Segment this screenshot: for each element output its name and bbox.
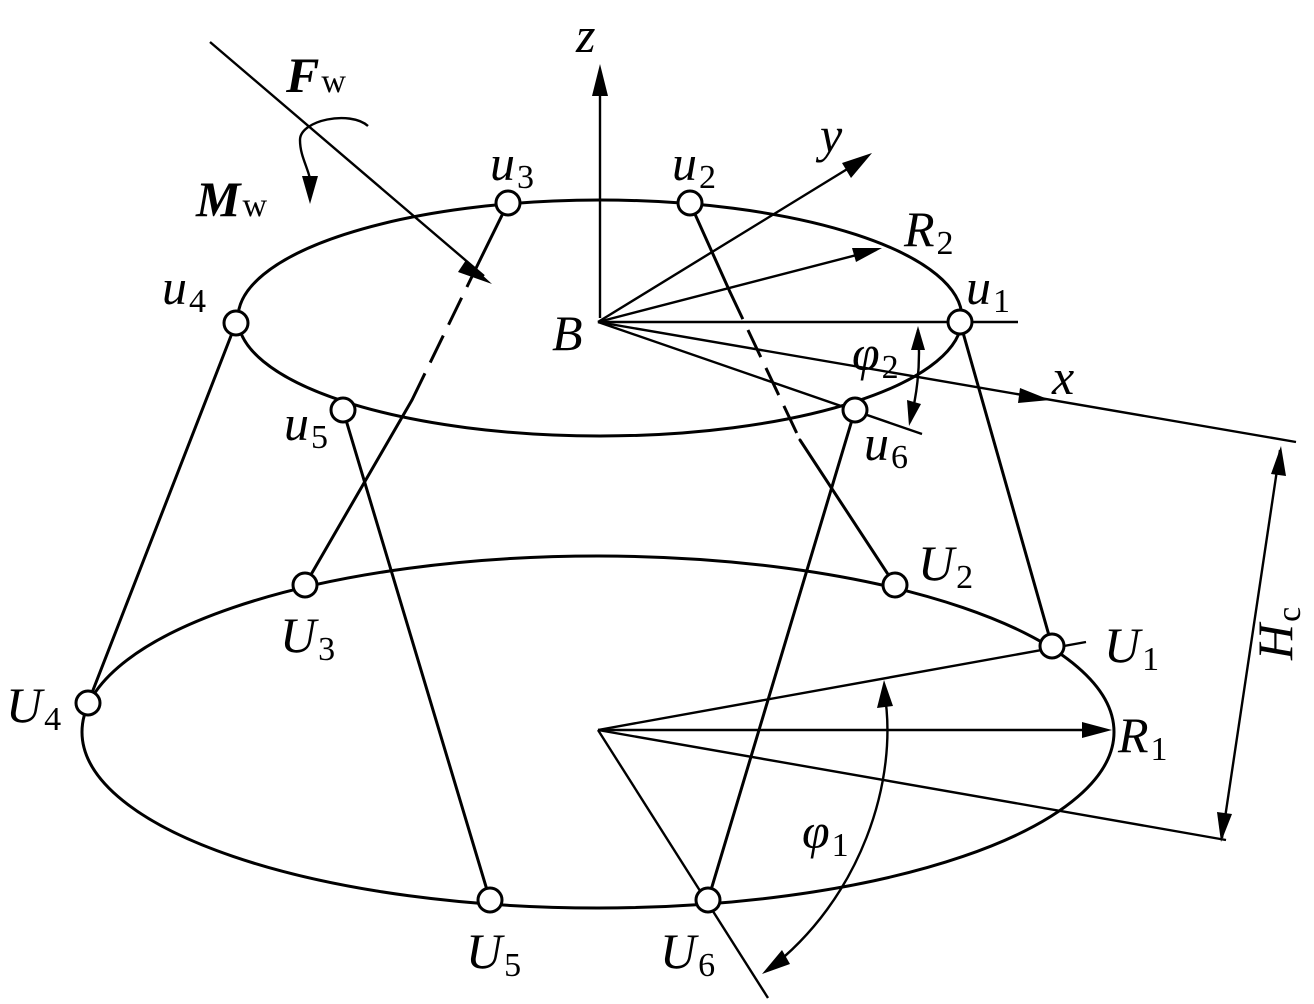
- label-U3-main: U: [280, 607, 319, 663]
- joint-u5: [329, 396, 357, 424]
- joint-U6: [694, 886, 722, 914]
- label-B: B: [552, 305, 583, 361]
- label-u5: u5: [284, 395, 328, 456]
- label-u6: u6: [864, 415, 908, 476]
- label-U3: U3: [280, 607, 335, 668]
- hc-dimension: [1217, 446, 1286, 842]
- label-U2-main: U: [918, 535, 957, 591]
- label-U6: U6: [660, 923, 715, 984]
- label-U4: U4: [6, 677, 61, 738]
- label-u4-sub: 4: [189, 283, 206, 320]
- label-U5-sub: 5: [504, 947, 521, 984]
- label-u2-sub: 2: [699, 159, 716, 196]
- x-axis: [597, 320, 1297, 444]
- line-to-U1: [597, 640, 1087, 732]
- label-u1-main: u: [966, 259, 991, 315]
- joint-u1: [946, 308, 974, 336]
- lower-dimension-line: [597, 728, 1227, 842]
- label-U2: U2: [918, 535, 973, 596]
- r1-radius-arrow: [598, 722, 1112, 738]
- joint-U1: [1038, 632, 1066, 660]
- label-phi2-sub: 2: [882, 349, 899, 386]
- force-fw-arrow: [209, 41, 492, 284]
- label-U6-sub: 6: [698, 947, 715, 984]
- label-R2-main: R: [903, 201, 935, 257]
- label-u5-main: u: [284, 395, 309, 451]
- label-phi2: φ2: [852, 325, 899, 386]
- label-z: z: [575, 7, 595, 63]
- label-R1: R1: [1117, 707, 1168, 768]
- label-U1-sub: 1: [1142, 641, 1159, 678]
- label-x: x: [1051, 349, 1074, 405]
- label-U1-main: U: [1104, 617, 1143, 673]
- line-to-U6: [596, 729, 770, 999]
- joint-u2: [676, 189, 704, 217]
- legs: [86, 201, 1054, 902]
- label-u6-sub: 6: [891, 439, 908, 476]
- label-u5-sub: 5: [311, 419, 328, 456]
- label-R1-main: R: [1117, 707, 1149, 763]
- lower-platform-ellipse: [80, 554, 1116, 910]
- label-Fw: Fw: [285, 47, 346, 103]
- label-Fw-main: F: [285, 47, 319, 103]
- joint-u4: [222, 309, 250, 337]
- label-y: y: [815, 107, 843, 163]
- label-U4-main: U: [6, 677, 45, 733]
- phi2-angle-arrow: [907, 326, 925, 426]
- label-u1-sub: 1: [993, 283, 1010, 320]
- label-u2: u2: [672, 135, 716, 196]
- label-U4-sub: 4: [44, 701, 61, 738]
- r2-radius-arrow: [597, 248, 882, 324]
- label-R2-sub: 2: [937, 225, 954, 262]
- label-U5: U5: [466, 923, 521, 984]
- label-u3-sub: 3: [517, 159, 534, 196]
- label-U6-main: U: [660, 923, 699, 979]
- label-U5-main: U: [466, 923, 505, 979]
- line-to-u6: [597, 320, 923, 436]
- label-u3-main: u: [490, 135, 515, 191]
- joint-u3: [494, 189, 522, 217]
- label-Hc-main: H: [1247, 621, 1303, 661]
- z-axis: [592, 64, 608, 318]
- y-axis: [597, 153, 872, 324]
- label-phi1: φ1: [802, 803, 849, 864]
- label-Hc-sub: c: [1271, 607, 1308, 622]
- joint-U4: [74, 689, 102, 717]
- label-Hc: Hc: [1247, 607, 1308, 661]
- label-phi2-main: φ: [852, 325, 880, 381]
- label-u1: u1: [966, 259, 1010, 320]
- joint-U3: [291, 571, 319, 599]
- label-u6-main: u: [864, 415, 889, 471]
- joint-U5: [476, 886, 504, 914]
- label-U3-sub: 3: [318, 631, 335, 668]
- label-phi1-main: φ: [802, 803, 830, 859]
- label-R2: R2: [903, 201, 954, 262]
- joint-U2: [881, 571, 909, 599]
- label-Mw-sub: w: [242, 187, 267, 224]
- label-u4: u4: [162, 259, 206, 320]
- label-u2-main: u: [672, 135, 697, 191]
- label-U1: U1: [1104, 617, 1159, 678]
- label-u3: u3: [490, 135, 534, 196]
- phi1-angle-arc: [762, 680, 893, 974]
- label-Mw-main: M: [195, 171, 242, 227]
- moment-mw-arrow: [298, 116, 369, 204]
- joint-u6: [841, 396, 869, 424]
- label-Fw-sub: w: [321, 63, 346, 100]
- label-phi1-sub: 1: [832, 827, 849, 864]
- label-U2-sub: 2: [956, 559, 973, 596]
- label-Mw: Mw: [195, 171, 267, 227]
- label-R1-sub: 1: [1151, 731, 1168, 768]
- label-u4-main: u: [162, 259, 187, 315]
